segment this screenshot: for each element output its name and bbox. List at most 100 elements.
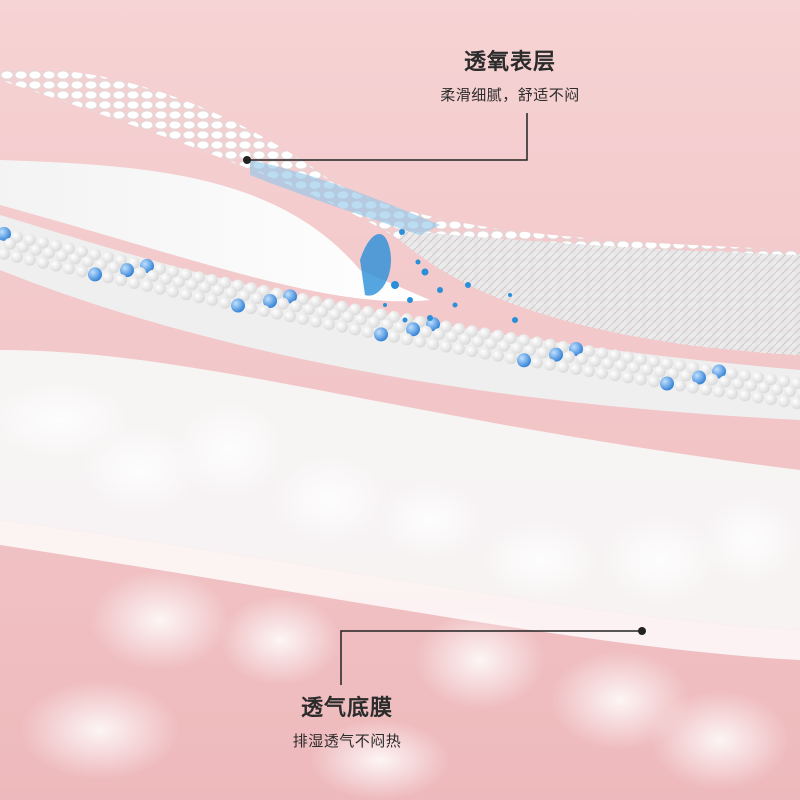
white-bead xyxy=(492,329,504,342)
white-bead xyxy=(758,381,770,394)
blue-bead xyxy=(120,263,134,278)
bottom-layer-title: 透气底膜 xyxy=(300,696,393,721)
top-layer-callout: 透氧表层 柔滑细腻，舒适不闷 xyxy=(415,44,605,105)
white-bead xyxy=(225,286,237,299)
top-layer-subtitle: 柔滑细腻，舒适不闷 xyxy=(440,86,580,104)
white-bead xyxy=(628,361,640,374)
white-bead xyxy=(219,296,231,309)
white-bead xyxy=(56,249,68,262)
white-bead xyxy=(401,333,413,346)
white-bead xyxy=(43,246,55,259)
blue-bead xyxy=(660,376,674,391)
white-bead xyxy=(778,395,790,408)
blue-bead xyxy=(0,226,11,241)
white-bead xyxy=(563,350,575,363)
white-bead xyxy=(576,352,588,365)
white-bead xyxy=(11,250,23,263)
white-bead xyxy=(303,303,315,316)
white-bead xyxy=(115,274,127,287)
white-bead xyxy=(752,371,764,384)
white-bead xyxy=(667,367,679,380)
white-bead xyxy=(752,391,764,404)
top-surface-mesh xyxy=(400,230,800,355)
white-bead xyxy=(641,363,653,376)
white-bead xyxy=(485,337,497,350)
white-bead xyxy=(544,358,556,371)
white-bead xyxy=(258,304,270,317)
white-bead xyxy=(362,325,374,338)
white-bead xyxy=(674,379,686,392)
blue-bead xyxy=(88,267,102,282)
white-bead xyxy=(440,340,452,353)
white-bead xyxy=(206,294,218,307)
white-bead xyxy=(466,325,478,338)
white-bead xyxy=(290,300,302,313)
white-bead xyxy=(30,243,42,256)
white-bead xyxy=(446,330,458,343)
white-bead xyxy=(63,262,75,275)
blue-bead xyxy=(231,298,245,313)
white-bead xyxy=(453,322,465,335)
white-bead xyxy=(336,320,348,333)
white-bead xyxy=(76,265,88,278)
white-bead xyxy=(687,381,699,394)
white-bead xyxy=(732,377,744,390)
white-bead xyxy=(570,362,582,375)
white-bead xyxy=(674,359,686,372)
white-bead xyxy=(537,346,549,359)
white-bead xyxy=(765,393,777,406)
white-bead xyxy=(388,330,400,343)
white-bead xyxy=(700,383,712,396)
bottom-layer-callout: 透气底膜 排湿透气不闷热 xyxy=(262,690,432,751)
white-bead xyxy=(199,281,211,294)
white-bead xyxy=(160,272,172,285)
white-bead xyxy=(739,389,751,402)
top-layer-title: 透氧表层 xyxy=(463,50,556,75)
white-bead xyxy=(687,361,699,374)
white-bead xyxy=(440,320,452,333)
white-bead xyxy=(492,349,504,362)
white-bead xyxy=(271,307,283,320)
steam-clouds xyxy=(0,380,800,800)
white-bead xyxy=(635,373,647,386)
white-bead xyxy=(583,345,595,358)
white-bead xyxy=(355,313,367,326)
white-bead xyxy=(69,252,81,265)
white-bead xyxy=(726,367,738,380)
white-bead xyxy=(453,342,465,355)
white-bead xyxy=(557,360,569,373)
white-bead xyxy=(544,338,556,351)
blue-bead xyxy=(406,322,420,337)
white-bead xyxy=(726,387,738,400)
blue-bead xyxy=(263,293,277,308)
white-bead xyxy=(609,369,621,382)
white-bead xyxy=(388,310,400,323)
white-bead xyxy=(771,383,783,396)
white-bead xyxy=(791,377,800,390)
white-bead xyxy=(193,291,205,304)
white-bead xyxy=(511,342,523,355)
white-bead xyxy=(745,379,757,392)
white-bead xyxy=(596,347,608,360)
top-surface-blue-tint xyxy=(250,160,440,235)
white-bead xyxy=(102,271,114,284)
white-bead xyxy=(505,352,517,365)
white-bead xyxy=(739,369,751,382)
white-bead xyxy=(154,282,166,295)
white-bead xyxy=(251,292,263,305)
white-bead xyxy=(50,259,62,272)
white-bead xyxy=(648,375,660,388)
white-bead xyxy=(245,302,257,315)
bottom-callout-connector xyxy=(340,627,646,685)
white-bead xyxy=(167,285,179,298)
white-bead xyxy=(284,310,296,323)
white-bead xyxy=(141,279,153,292)
white-bead xyxy=(765,373,777,386)
white-bead xyxy=(622,371,634,384)
white-bead xyxy=(375,308,387,321)
white-bead xyxy=(173,275,185,288)
white-bead xyxy=(479,347,491,360)
white-bead xyxy=(323,318,335,331)
white-bead xyxy=(466,345,478,358)
